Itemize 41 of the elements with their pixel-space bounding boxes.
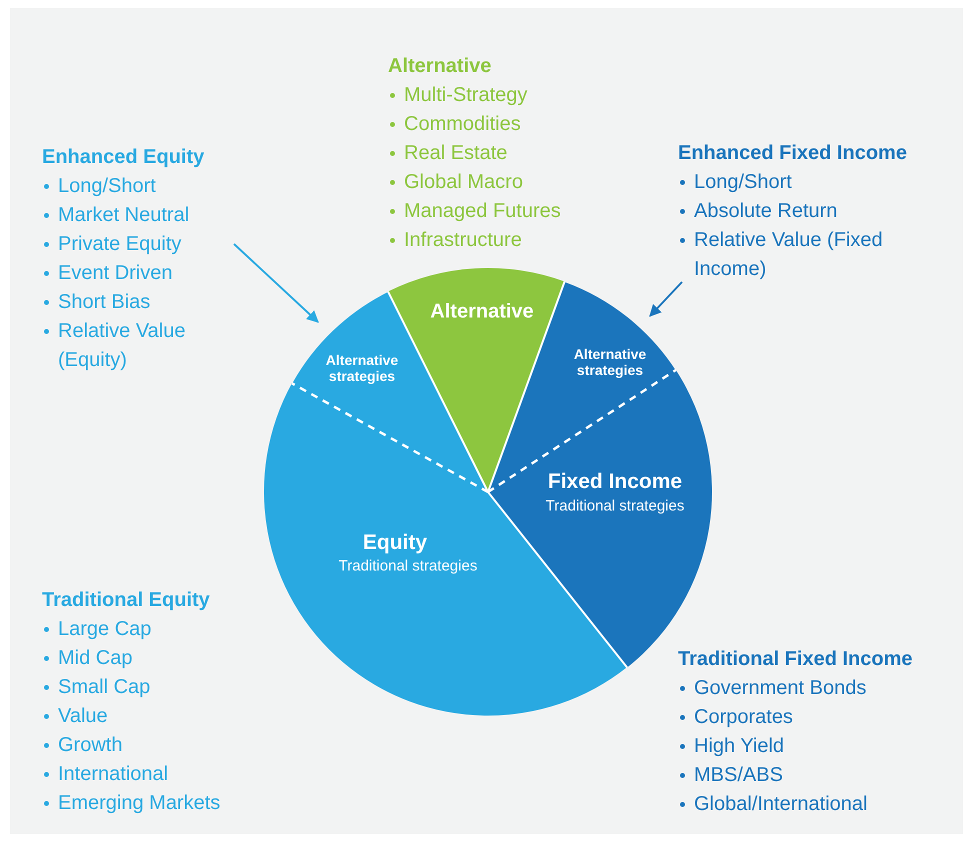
list-item: Managed Futures xyxy=(404,199,561,224)
list-item: Commodities xyxy=(404,112,521,137)
slice-label: Equity xyxy=(362,530,428,555)
slice-sublabel: Traditional strategies xyxy=(546,497,684,514)
list-item: Mid Cap xyxy=(58,646,132,671)
list-item: Multi-Strategy xyxy=(404,83,528,108)
list-item: Relative Value (Equity) xyxy=(58,319,186,373)
list-item: Corporates xyxy=(694,705,793,730)
list-item: Global/International xyxy=(694,792,868,817)
list-item: Short Bias xyxy=(58,290,150,315)
list-item: Long/Short xyxy=(694,170,792,195)
list-item: Emerging Markets xyxy=(58,791,220,816)
category-heading: Enhanced Equity xyxy=(42,145,206,170)
list-item: Growth xyxy=(58,733,122,758)
list-item: Government Bonds xyxy=(694,676,866,701)
category-heading: Alternative xyxy=(388,54,492,79)
list-item: Absolute Return xyxy=(694,199,838,224)
slice-label: Fixed Income xyxy=(548,470,682,494)
list-item: Large Cap xyxy=(58,617,152,642)
list-item: Real Estate xyxy=(404,141,508,166)
list-item: Value xyxy=(58,704,108,729)
slice-label: Alternative strategies xyxy=(324,352,400,384)
list-item: Long/Short xyxy=(58,174,156,199)
slice-label: Alternative xyxy=(430,300,534,324)
list-item: Small Cap xyxy=(58,675,150,700)
list-item: Global Macro xyxy=(404,170,523,195)
category-heading: Traditional Equity xyxy=(42,588,211,613)
list-item: Infrastructure xyxy=(404,228,522,253)
list-item: High Yield xyxy=(694,734,784,759)
arrow xyxy=(649,281,683,317)
list-item: MBS/ABS xyxy=(694,763,783,788)
list-item: Event Driven xyxy=(58,261,172,286)
list-item: Private Equity xyxy=(58,232,182,257)
category-heading: Enhanced Fixed Income xyxy=(678,141,908,166)
arrow xyxy=(233,243,319,323)
list-item: Relative Value (Fixed Income) xyxy=(694,228,884,282)
list-item: International xyxy=(58,762,168,787)
list-item: Market Neutral xyxy=(58,203,190,228)
slice-sublabel: Traditional strategies xyxy=(338,557,478,574)
category-heading: Traditional Fixed Income xyxy=(678,647,914,672)
slice-label: Alternative strategies xyxy=(572,346,648,378)
